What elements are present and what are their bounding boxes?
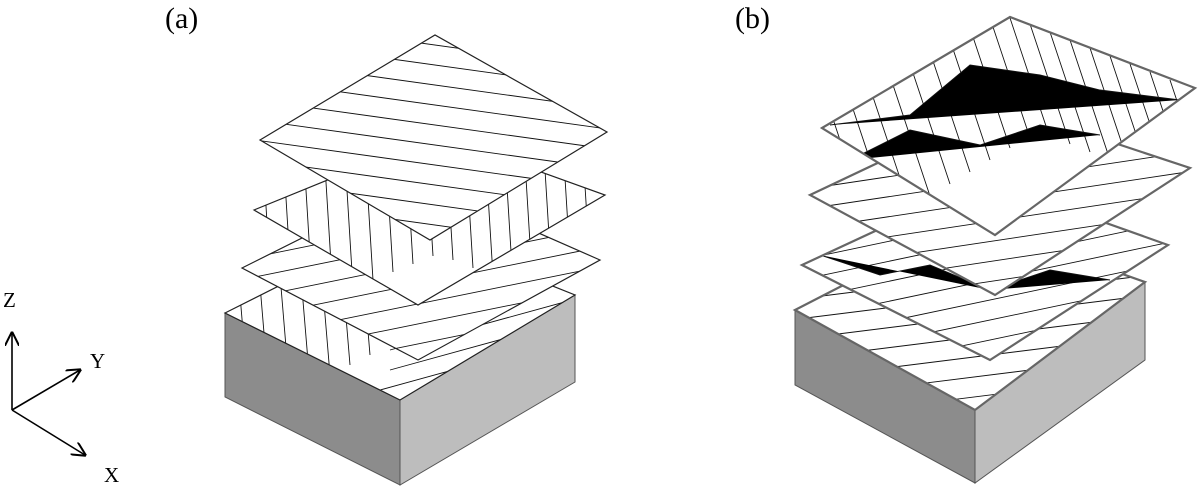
panel-b-layer-4 bbox=[819, 15, 1198, 237]
x-axis-arrow bbox=[11, 409, 85, 455]
y-axis-arrow bbox=[11, 370, 80, 411]
panel-b-label: (b) bbox=[735, 2, 770, 35]
axis-triad: Z Y X bbox=[3, 288, 119, 487]
panel-a-layer-4 bbox=[258, 34, 609, 241]
x-axis-label: X bbox=[104, 463, 119, 487]
z-axis-label: Z bbox=[3, 288, 16, 312]
panel-a-label: (a) bbox=[165, 2, 198, 35]
panel-a bbox=[223, 34, 609, 486]
y-axis-label: Y bbox=[90, 349, 105, 373]
panel-b bbox=[792, 15, 1198, 484]
